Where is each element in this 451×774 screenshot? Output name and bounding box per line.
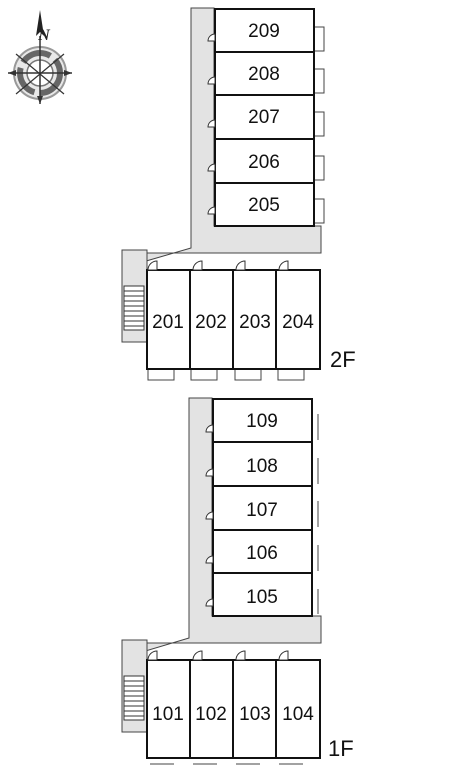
unit-105: 105 — [205, 572, 319, 617]
unit-label: 101 — [152, 704, 184, 725]
door-icon — [207, 76, 216, 85]
unit-label: 109 — [246, 411, 278, 432]
unit-103: 103 — [232, 650, 277, 765]
door-icon — [207, 163, 216, 172]
door-icon — [205, 468, 214, 477]
stairs-1f — [123, 675, 145, 721]
door-icon — [205, 511, 214, 520]
unit-209: 209 — [207, 8, 325, 53]
unit-label: 105 — [246, 587, 278, 608]
unit-206: 206 — [207, 138, 325, 184]
unit-207: 207 — [207, 94, 325, 140]
unit-label: 106 — [246, 543, 278, 564]
door-icon — [205, 598, 214, 607]
unit-label: 209 — [248, 21, 280, 42]
unit-204: 204 — [275, 260, 321, 381]
door-icon — [147, 260, 158, 271]
door-icon — [205, 424, 214, 433]
unit-label: 103 — [239, 704, 271, 725]
compass-north-label: N — [37, 27, 51, 44]
door-icon — [235, 650, 246, 661]
door-icon — [192, 260, 203, 271]
unit-205: 205 — [207, 182, 325, 227]
unit-106: 106 — [205, 529, 319, 574]
unit-101: 101 — [146, 650, 191, 765]
door-icon — [147, 650, 158, 661]
unit-108: 108 — [205, 441, 319, 487]
compass-rose-icon — [8, 10, 72, 104]
unit-label: 203 — [239, 312, 271, 333]
unit-104: 104 — [275, 650, 321, 765]
door-icon — [207, 206, 216, 215]
unit-label: 102 — [195, 704, 227, 725]
unit-label: 207 — [248, 107, 280, 128]
unit-label: 208 — [248, 64, 280, 85]
unit-201: 201 — [146, 260, 191, 381]
door-icon — [192, 650, 203, 661]
door-icon — [278, 260, 289, 271]
door-icon — [235, 260, 246, 271]
unit-label: 204 — [282, 312, 314, 333]
door-icon — [205, 555, 214, 564]
unit-label: 108 — [246, 456, 278, 477]
unit-109: 109 — [205, 398, 319, 443]
floor-label-2f: 2F — [330, 347, 356, 372]
floor-label-1f: 1F — [328, 736, 354, 761]
unit-label: 104 — [282, 704, 314, 725]
unit-208: 208 — [207, 51, 325, 96]
unit-label: 107 — [246, 500, 278, 521]
stairs-2f — [123, 285, 145, 331]
unit-label: 201 — [152, 312, 184, 333]
door-icon — [207, 119, 216, 128]
unit-label: 206 — [248, 152, 280, 173]
floor-1f: 109 108 107 106 105 — [121, 397, 354, 765]
door-icon — [278, 650, 289, 661]
unit-label: 205 — [248, 195, 280, 216]
unit-label: 202 — [195, 312, 227, 333]
unit-202: 202 — [189, 260, 234, 381]
unit-107: 107 — [205, 485, 319, 531]
floor-2f: 209 208 207 206 205 — [121, 7, 356, 381]
unit-102: 102 — [189, 650, 234, 765]
unit-203: 203 — [232, 260, 277, 381]
door-icon — [207, 33, 216, 42]
